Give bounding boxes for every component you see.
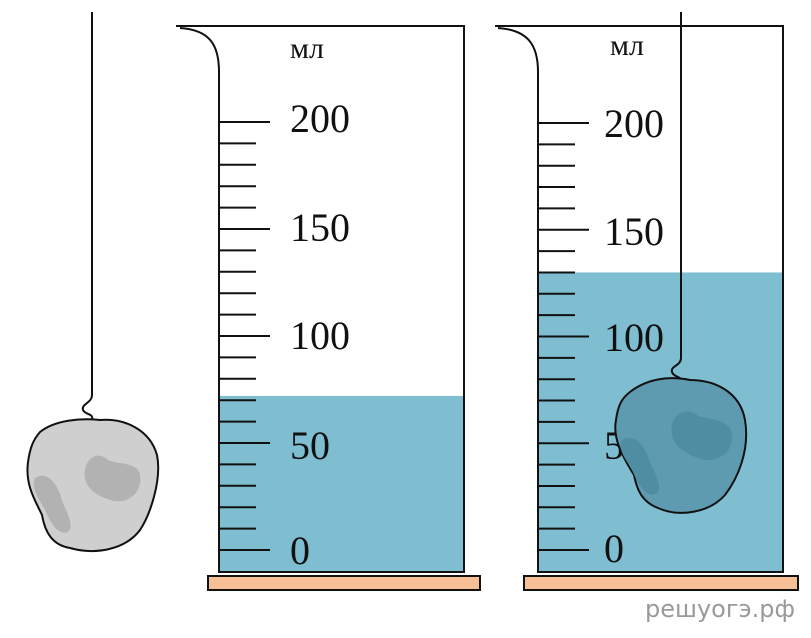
- scale-ticks: [219, 121, 270, 551]
- scale-label-0: 0: [290, 528, 310, 573]
- scale-label-150: 150: [604, 209, 664, 254]
- scale-ticks: [538, 122, 589, 551]
- unit-label: мл: [290, 32, 324, 65]
- hanging-stone: [26, 12, 160, 552]
- scale-label-200: 200: [290, 96, 350, 141]
- cylinder-stand: [207, 575, 481, 591]
- watermark: решуогэ.рф: [645, 595, 795, 623]
- scale-label-200: 200: [604, 101, 664, 146]
- unit-label: мл: [610, 29, 644, 62]
- scale-label-150: 150: [290, 205, 350, 250]
- submerged-stone: [614, 12, 748, 514]
- scale-label-100: 100: [604, 315, 664, 360]
- scale-label-100: 100: [290, 313, 350, 358]
- water: [219, 395, 464, 572]
- stone-shading: [620, 437, 660, 495]
- stone-shading: [84, 455, 141, 502]
- stone-shading: [33, 475, 71, 533]
- cylinder-wall: [495, 25, 784, 573]
- measuring-cylinder-left: мл 200 150 100 50 0: [176, 25, 481, 591]
- stone-hook: [81, 394, 94, 421]
- scale-label-50: 50: [290, 423, 330, 468]
- cylinder-wall: [176, 25, 465, 573]
- scale-label-0: 0: [604, 526, 624, 571]
- cylinder-stand: [523, 575, 799, 591]
- measuring-cylinder-right: мл 200 150 100 50 0: [495, 12, 799, 591]
- stone-shading: [671, 411, 733, 460]
